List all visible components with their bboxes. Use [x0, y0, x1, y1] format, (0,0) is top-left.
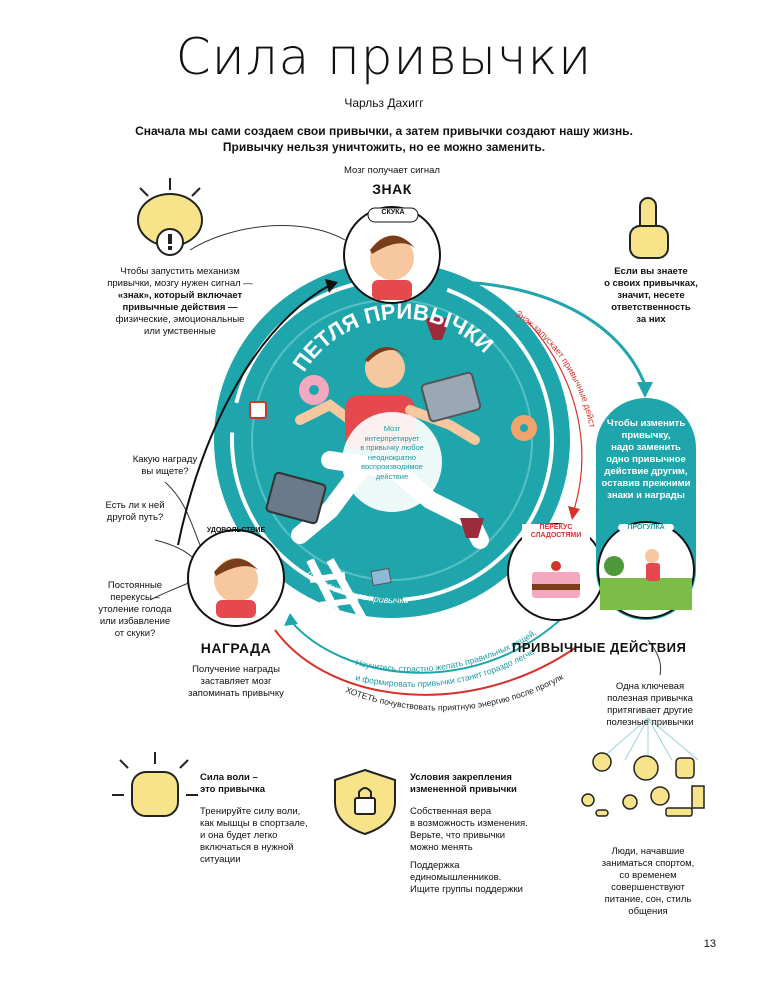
reward-question-1: Какую награду вы ищете? — [132, 454, 198, 477]
conditions-text-1: Собственная вера в возможность изменения… — [410, 806, 528, 853]
willpower-title: Сила воли – это привычка — [200, 772, 265, 795]
walk-badge: ПРОГУЛКА — [618, 524, 674, 531]
cue-badge: СКУКА — [381, 209, 405, 216]
conditions-title: Условия закрепления измененной привычки — [410, 772, 517, 795]
routine-to-reward-arrow-red — [274, 629, 576, 696]
connector-line — [189, 225, 346, 251]
sport-text: Люди, начавшие заниматься спортом, со вр… — [601, 846, 695, 917]
reward-question-2: Есть ли к ней другой путь? — [105, 500, 165, 523]
page-title: Сила привычки — [175, 28, 593, 86]
reward-desc: Получение награды заставляет мозг запоми… — [188, 664, 284, 699]
cue-title: ЗНАК — [372, 181, 412, 197]
reward-question-3: Постоянные перекусы – утоление голода ил… — [98, 580, 172, 639]
cue-left-text: Чтобы запустить механизм привычки, мозгу… — [107, 266, 253, 337]
tablet-icon — [420, 371, 482, 423]
cue-to-routine-arrow — [527, 321, 583, 511]
snack-badge: ПЕРЕКУС СЛАДОСТЯМИ — [522, 524, 590, 540]
center-text: Мозг интерпретирует в привычку любое нео… — [360, 424, 424, 481]
author: Чарльз Дахигг — [344, 96, 424, 110]
page-number: 13 — [703, 938, 716, 950]
willpower-text: Тренируйте силу воли, как мышцы в спортз… — [200, 806, 308, 865]
drive-text-2: страстное желание награды — [354, 614, 465, 633]
cue-right-text: Если вы знаете о своих привычках, значит… — [604, 266, 698, 325]
phone-icon — [370, 567, 392, 587]
shield-lock-icon — [334, 768, 396, 836]
reward-to-cue-arrow — [177, 284, 331, 546]
connector-line — [154, 539, 196, 561]
reward-title: НАГРАДА — [200, 640, 272, 656]
laptop-icon — [265, 471, 327, 525]
cue-caption: Мозг получает сигнал — [344, 165, 440, 176]
subtitle: Сначала мы сами создаем свои привычки, а… — [135, 124, 633, 154]
center-circle — [342, 412, 442, 512]
conditions-text-2: Поддержка единомышленников. Ищите группы… — [410, 860, 523, 895]
brain-icon — [137, 178, 203, 256]
routine-title: ПРИВЫЧНЫЕ ДЕЙСТВИЯ — [512, 640, 687, 655]
card-icon — [249, 401, 267, 419]
raised-finger-icon — [629, 197, 669, 259]
reward-badge: УДОВОЛЬСТВИЕ — [206, 527, 266, 534]
wellness-icons — [581, 717, 705, 817]
change-text: Чтобы изменить привычку, надо заменить о… — [601, 418, 691, 501]
cue-arrow — [439, 280, 647, 386]
fist-icon — [112, 752, 198, 817]
connector-line — [647, 639, 662, 676]
wine-glass-icon — [460, 518, 484, 538]
routine-to-reward-arrow — [289, 619, 561, 674]
keystone-text: Одна ключевая полезная привычка притягив… — [606, 681, 694, 728]
wine-glass-icon — [425, 318, 450, 340]
